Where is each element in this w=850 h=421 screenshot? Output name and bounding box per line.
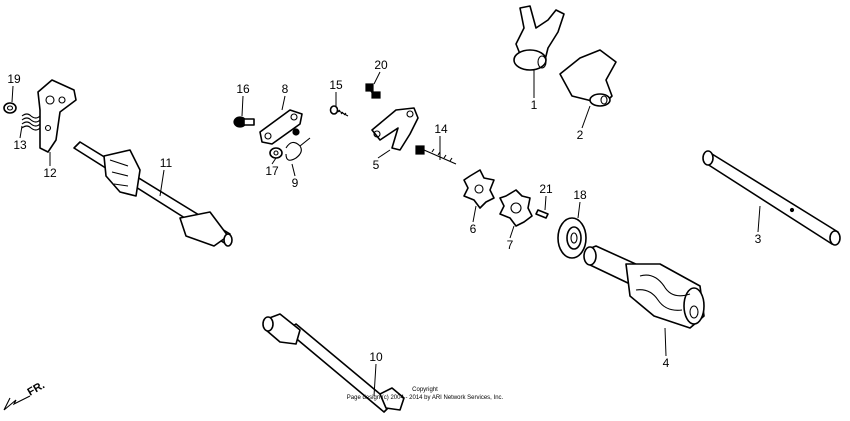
front-direction-label: FR.	[26, 379, 47, 398]
callout-18: 18	[573, 188, 587, 202]
copyright-line-1: Copyright	[412, 387, 438, 393]
callout-19: 19	[7, 72, 21, 86]
part-2-shift-fork[interactable]	[559, 49, 617, 107]
part-17-washer[interactable]	[269, 147, 283, 159]
part-4-shift-drum[interactable]	[583, 245, 705, 329]
part-6-star-plate[interactable]	[463, 169, 495, 209]
part-20-bolt[interactable]	[365, 83, 381, 99]
part-9-return-spring[interactable]	[285, 137, 311, 161]
part-5-stopper-plate[interactable]	[371, 107, 419, 151]
callout-20: 20	[374, 58, 388, 72]
copyright-notice: Copyright Page design (c) 2004 - 2014 by…	[347, 387, 504, 401]
callout-4: 4	[663, 356, 670, 370]
callout-12: 12	[43, 166, 57, 180]
callout-16: 16	[236, 82, 250, 96]
callout-3: 3	[755, 232, 762, 246]
callout-8: 8	[282, 82, 289, 96]
callout-7: 7	[507, 238, 514, 252]
part-8-stopper-arm[interactable]	[259, 109, 303, 145]
part-11-shift-spindle[interactable]	[73, 141, 233, 247]
part-16-bolt[interactable]	[233, 116, 255, 128]
callout-9: 9	[292, 176, 299, 190]
callout-13: 13	[13, 138, 27, 152]
callout-11: 11	[160, 156, 173, 170]
callout-labels: 1 2 3 4 5 6 7 8 9 10 11 12 13 14 15 16 1…	[7, 58, 761, 370]
callout-10: 10	[369, 350, 383, 364]
leader-lines	[11, 70, 761, 397]
part-18-bearing[interactable]	[557, 217, 587, 259]
part-15-bolt[interactable]	[329, 105, 349, 117]
callout-14: 14	[434, 122, 448, 136]
callout-6: 6	[470, 222, 477, 236]
part-10-gearshift-spindle[interactable]	[262, 313, 405, 413]
part-1-shift-fork[interactable]	[513, 5, 565, 71]
part-19-washer[interactable]	[3, 102, 17, 114]
part-7-star-cam[interactable]	[499, 189, 533, 227]
callout-17: 17	[265, 164, 279, 178]
callout-5: 5	[373, 158, 380, 172]
callout-21: 21	[539, 182, 553, 196]
callout-15: 15	[329, 78, 343, 92]
part-13-spring[interactable]	[21, 113, 41, 131]
part-12-stopper-plate[interactable]	[37, 79, 77, 153]
callout-1: 1	[531, 98, 538, 112]
callout-2: 2	[577, 128, 584, 142]
part-3-fork-shaft[interactable]	[702, 150, 841, 246]
front-direction-arrow: FR.	[3, 379, 47, 411]
copyright-line-2: Page design (c) 2004 - 2014 by ARI Netwo…	[347, 395, 504, 401]
part-21-pin[interactable]	[535, 209, 549, 219]
part-14-long-bolt[interactable]	[415, 145, 457, 165]
